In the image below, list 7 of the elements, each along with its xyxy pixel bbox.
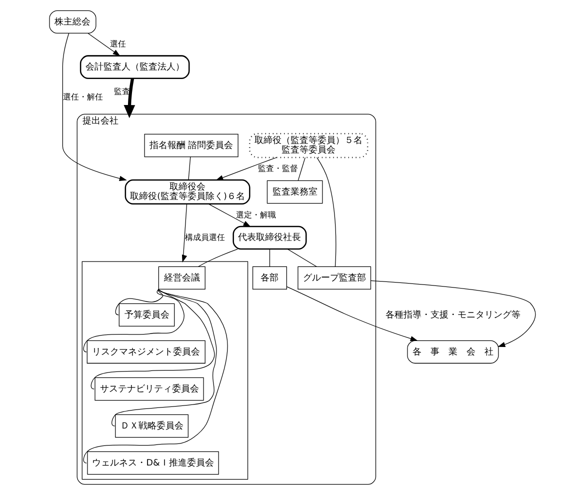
edge-label: 構成員選任 — [185, 232, 226, 242]
edge-label: 選任・解任 — [62, 91, 103, 102]
edge-label: 監査・監督 — [258, 162, 298, 173]
edge-label: 選任 — [110, 38, 126, 49]
label: 各種指導・支援・モニタリング等 — [385, 310, 520, 320]
edge-label: 監査 — [114, 86, 130, 96]
edge-label: 選定・解職 — [236, 209, 276, 220]
